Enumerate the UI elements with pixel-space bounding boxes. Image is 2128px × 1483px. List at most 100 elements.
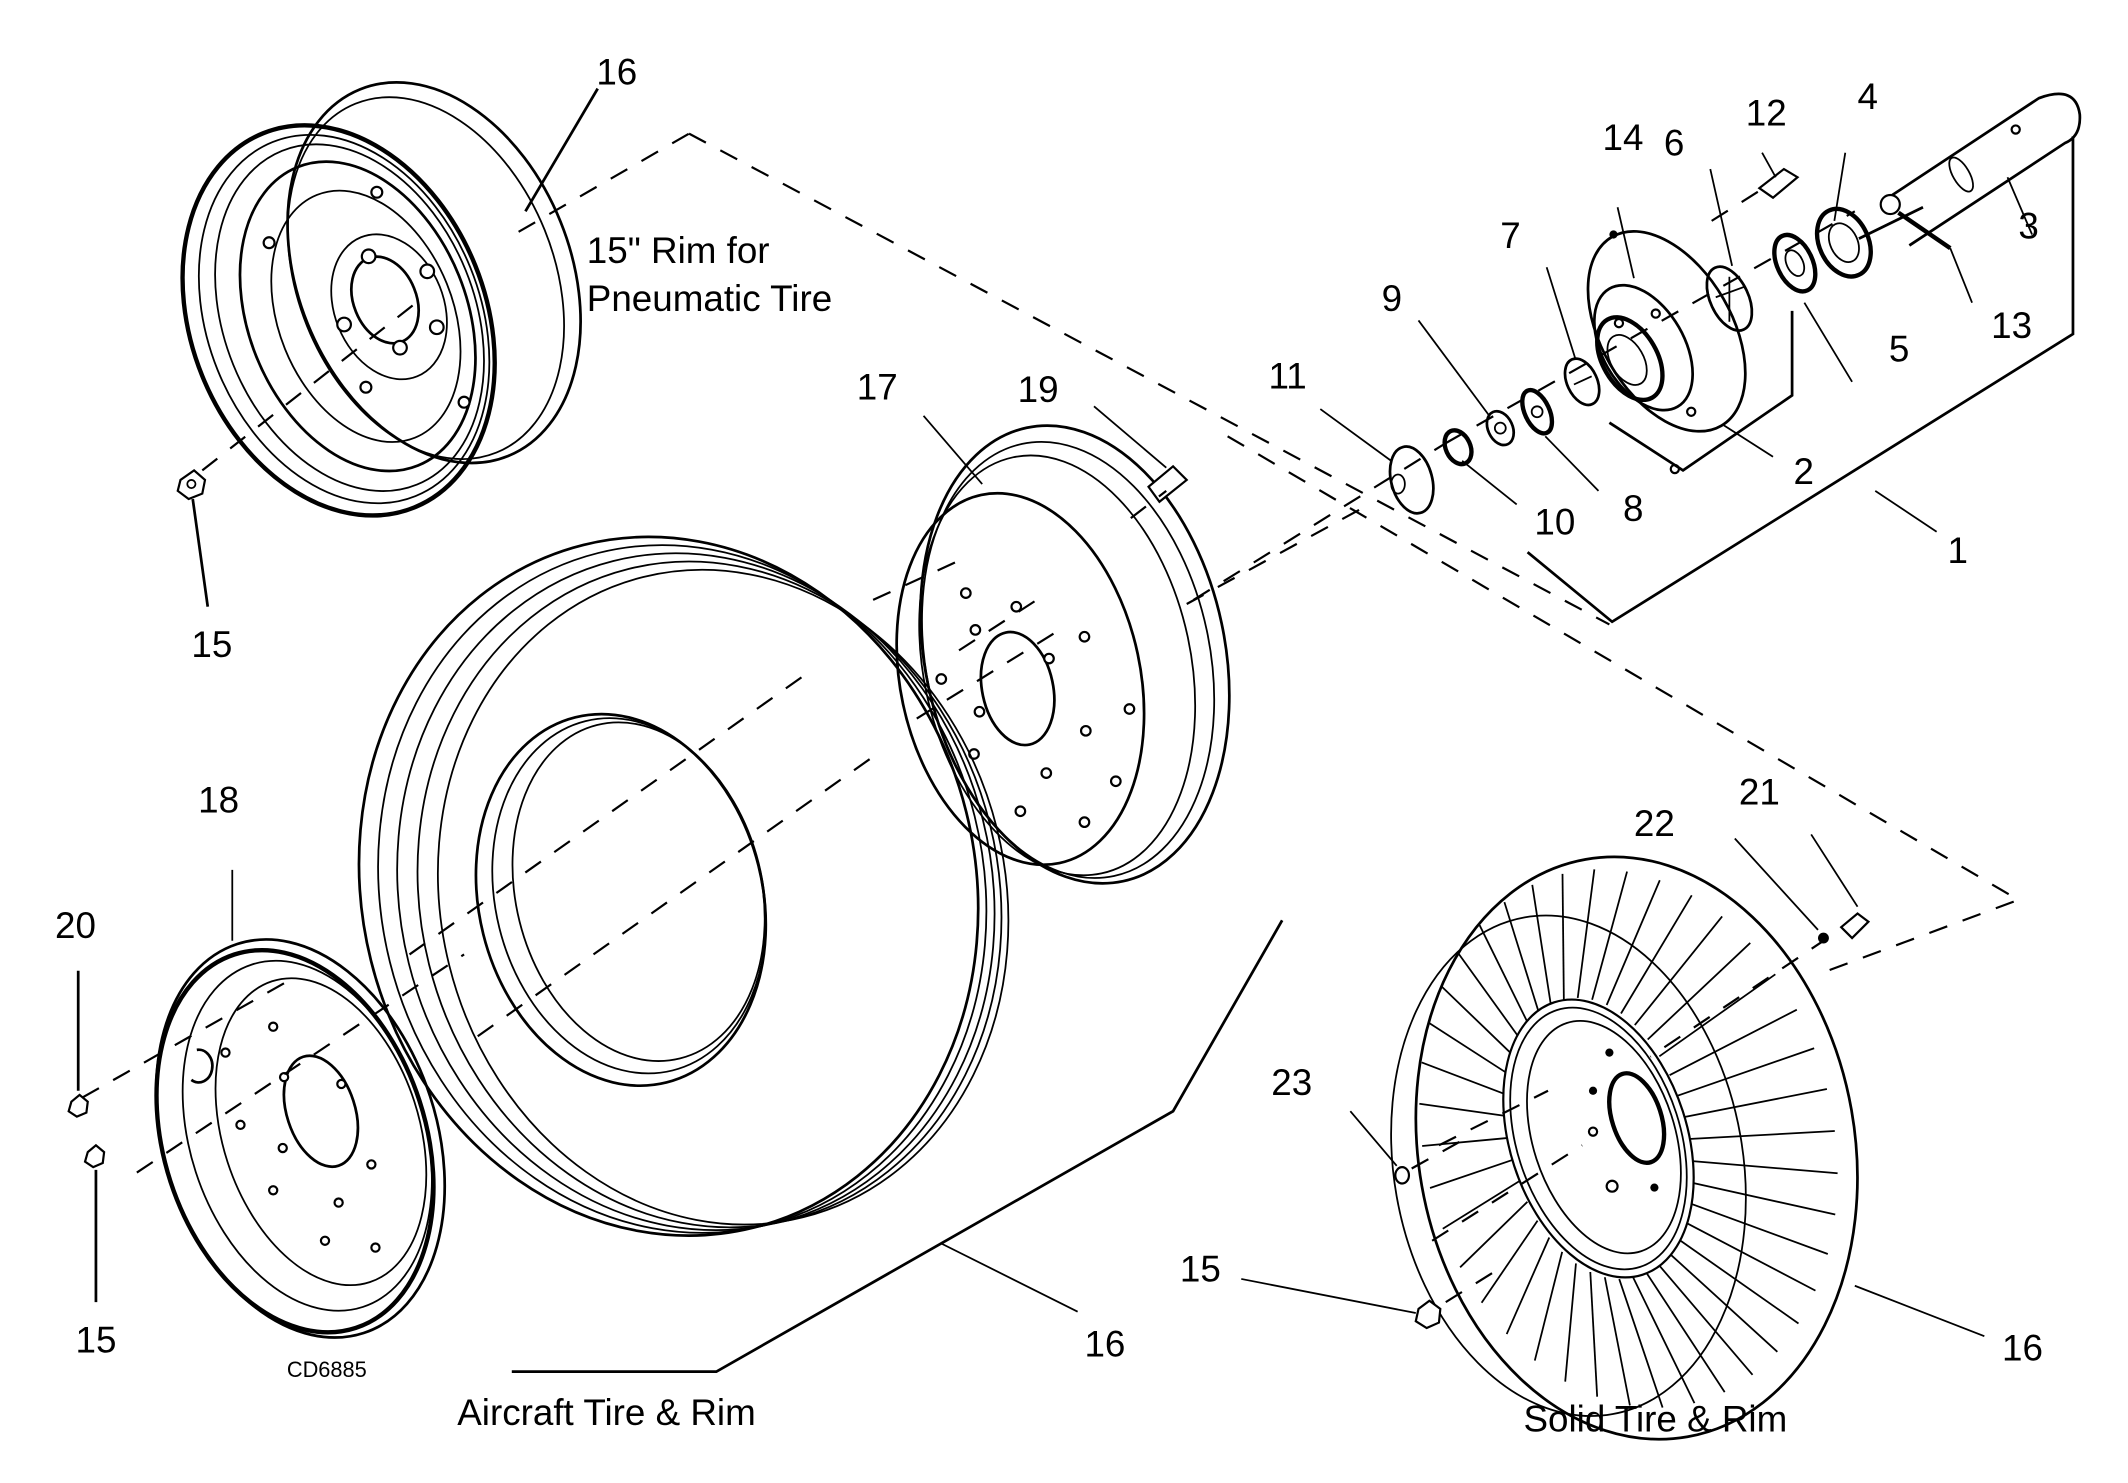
bolt-21 bbox=[1810, 833, 1871, 940]
tread-line bbox=[1478, 924, 1530, 1025]
slotted-nut-10 bbox=[1442, 428, 1518, 506]
title-aircraft: Aircraft Tire & Rim bbox=[457, 1392, 755, 1433]
leader-16-aircraft bbox=[940, 1242, 1079, 1313]
spindle-3 bbox=[1858, 92, 2082, 247]
hub-2 bbox=[1586, 207, 1794, 475]
hub-axis-line-2 bbox=[1445, 210, 1856, 445]
tread-line bbox=[1632, 1277, 1696, 1404]
callout-15-top: 15 bbox=[191, 624, 232, 665]
callout-1: 1 bbox=[1948, 530, 1968, 571]
callout-3: 3 bbox=[2018, 206, 2038, 247]
aircraft-tire-16 bbox=[357, 535, 1010, 1237]
callout-9: 9 bbox=[1382, 278, 1402, 319]
tread-line bbox=[1589, 1271, 1599, 1397]
dust-cap-11 bbox=[1319, 408, 1435, 515]
tread-line bbox=[1618, 1278, 1664, 1408]
lug-nut-15c bbox=[1241, 1267, 1501, 1330]
callout-23: 23 bbox=[1271, 1062, 1312, 1103]
callout-21: 21 bbox=[1739, 771, 1780, 812]
seal-4 bbox=[1814, 152, 1873, 279]
wheel-bolt-12 bbox=[1711, 152, 1800, 222]
solid-tire-tread bbox=[1419, 869, 1838, 1408]
tread-line bbox=[1505, 1237, 1551, 1335]
callout-18: 18 bbox=[198, 780, 239, 821]
tread-line bbox=[1419, 1102, 1507, 1117]
tread-line bbox=[1605, 879, 1661, 1006]
tread-line bbox=[1480, 1220, 1539, 1304]
tread-line bbox=[1421, 1061, 1507, 1096]
tread-line bbox=[1457, 952, 1521, 1040]
callout-5: 5 bbox=[1889, 328, 1909, 369]
leader-16-top bbox=[524, 87, 599, 213]
tread-line bbox=[1645, 1271, 1726, 1393]
callout-2: 2 bbox=[1793, 451, 1813, 492]
title-pneumatic-line1: 15" Rim for bbox=[587, 230, 770, 271]
tread-line bbox=[1442, 1180, 1520, 1230]
tread-line bbox=[1429, 1159, 1513, 1189]
assembly-guide-line bbox=[688, 132, 1610, 626]
washer-9 bbox=[1417, 319, 1516, 447]
tread-line bbox=[1684, 1088, 1828, 1118]
grease-fitting-14 bbox=[1609, 230, 1618, 239]
callout-15-solid: 15 bbox=[1180, 1249, 1221, 1290]
tread-line bbox=[1503, 901, 1540, 1014]
tread-line bbox=[1591, 871, 1628, 1000]
tread-line bbox=[1533, 1251, 1564, 1361]
callout-17: 17 bbox=[857, 366, 898, 407]
tread-line bbox=[1634, 915, 1723, 1026]
tread-line bbox=[1428, 1022, 1510, 1075]
tread-line bbox=[1669, 1008, 1798, 1076]
leader-1 bbox=[1874, 490, 1938, 533]
callout-22: 22 bbox=[1634, 803, 1675, 844]
tread-line bbox=[1576, 869, 1596, 999]
tread-line bbox=[1677, 1047, 1815, 1097]
tread-line bbox=[1561, 873, 1565, 1000]
pneumatic-rim-16 bbox=[180, 81, 690, 518]
callout-11: 11 bbox=[1269, 356, 1307, 397]
tread-line bbox=[1690, 1160, 1838, 1175]
callout-8: 8 bbox=[1623, 488, 1643, 529]
lug-nut-15a bbox=[176, 469, 210, 607]
tread-line bbox=[1422, 1137, 1509, 1147]
callout-19: 19 bbox=[1018, 369, 1059, 410]
rim-half-18 bbox=[81, 869, 465, 1339]
callout-16-solid: 16 bbox=[2002, 1328, 2043, 1369]
callout-6: 6 bbox=[1664, 122, 1684, 163]
callout-20: 20 bbox=[55, 905, 96, 946]
nut-23 bbox=[1349, 1110, 1474, 1185]
rim-half-17 bbox=[872, 415, 1365, 885]
tread-line bbox=[1531, 884, 1552, 1005]
tread-line bbox=[1683, 1220, 1816, 1292]
bracket-1 bbox=[1526, 136, 2075, 624]
nut-20 bbox=[67, 970, 89, 1118]
callout-13: 13 bbox=[1991, 305, 2032, 346]
bearing-cup-7 bbox=[1545, 266, 1601, 407]
lug-nut-15b bbox=[83, 1143, 106, 1303]
callout-16-aircraft: 16 bbox=[1084, 1324, 1125, 1365]
bearing-cone-5 bbox=[1772, 232, 1853, 383]
tread-line bbox=[1620, 894, 1693, 1014]
callout-labels: 16 15" Rim for Pneumatic Tire 15 14 6 12… bbox=[55, 52, 2043, 1440]
tread-line bbox=[1440, 985, 1514, 1057]
tread-line bbox=[1647, 942, 1751, 1041]
tread-line bbox=[1658, 973, 1776, 1058]
callout-7: 7 bbox=[1500, 215, 1520, 256]
lock-washer-22 bbox=[1734, 837, 1829, 944]
callout-16-pneumatic: 16 bbox=[596, 52, 637, 93]
tread-line bbox=[1688, 1201, 1829, 1255]
tread-line bbox=[1657, 1263, 1754, 1376]
bracket-aircraft bbox=[511, 919, 1284, 1374]
tread-line bbox=[1667, 1251, 1778, 1353]
callout-4: 4 bbox=[1858, 76, 1878, 117]
callout-15-bottom-left: 15 bbox=[75, 1320, 116, 1361]
tread-line bbox=[1564, 1263, 1577, 1382]
bearing-cone-8 bbox=[1520, 387, 1600, 492]
bolt-19 bbox=[1093, 405, 1189, 519]
cotter-pin-13 bbox=[1879, 193, 1973, 304]
drawing-code: CD6885 bbox=[287, 1357, 367, 1382]
tread-line bbox=[1688, 1130, 1835, 1140]
callout-10: 10 bbox=[1534, 501, 1575, 542]
tread-line bbox=[1690, 1181, 1836, 1216]
